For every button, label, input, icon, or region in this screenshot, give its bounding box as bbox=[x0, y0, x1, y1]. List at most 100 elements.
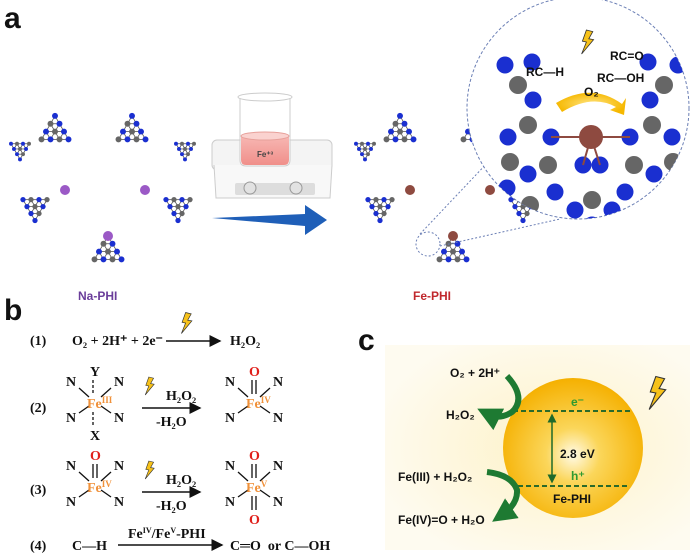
nitrogen-atom bbox=[142, 136, 149, 143]
byproduct: -H₂O bbox=[156, 415, 187, 430]
fe-phi-particle bbox=[503, 378, 643, 518]
light-bolt-icon bbox=[181, 312, 193, 334]
nitrogen-atom bbox=[441, 248, 447, 255]
stir-plate-with-beaker: Fe⁺³ bbox=[211, 92, 333, 199]
nitrogen-atom bbox=[183, 203, 189, 210]
nitrogen-atom bbox=[360, 152, 364, 157]
nitrogen-atom bbox=[100, 256, 107, 263]
nitrogen-atom bbox=[129, 112, 135, 119]
nitrogen-ligand: N bbox=[114, 459, 124, 474]
nitrogen-atom bbox=[65, 136, 72, 143]
carbon-atom bbox=[389, 197, 395, 203]
beaker-label: Fe⁺³ bbox=[257, 150, 274, 159]
carbon-atom bbox=[105, 248, 111, 255]
nitrogen-atom bbox=[516, 210, 522, 217]
nitrogen-atom bbox=[171, 210, 177, 217]
nitrogen-atom bbox=[377, 217, 383, 224]
nitrogen-atom bbox=[666, 201, 684, 219]
nitrogen-ligand: N bbox=[273, 411, 283, 426]
knob-icon bbox=[243, 181, 257, 195]
nitrogen-atom bbox=[189, 146, 193, 151]
na-phi-label: Na-PHI bbox=[78, 289, 117, 303]
carbon-atom bbox=[124, 120, 131, 127]
carbon-atom bbox=[28, 197, 34, 203]
carbon-atom bbox=[133, 136, 140, 143]
catalyst-text: -PHI bbox=[176, 527, 206, 542]
carbon-atom bbox=[52, 128, 58, 135]
nitrogen-atom bbox=[179, 197, 185, 203]
carbon-atom bbox=[397, 128, 403, 135]
nitrogen-atom bbox=[175, 217, 181, 224]
oxo-ligand: O bbox=[90, 449, 101, 464]
nitrogen-atom bbox=[186, 141, 190, 146]
nitrogen-ligand: N bbox=[66, 459, 76, 474]
carbon-atom bbox=[109, 256, 116, 263]
nitrogen-atom bbox=[603, 201, 621, 219]
nitrogen-atom bbox=[566, 201, 584, 219]
nitrogen-atom bbox=[118, 256, 125, 263]
carbon-atom bbox=[454, 256, 461, 263]
carbon-atom bbox=[56, 136, 63, 143]
nitrogen-atom bbox=[445, 256, 452, 263]
carbon-atom bbox=[15, 141, 19, 146]
nitrogen-ligand: N bbox=[225, 375, 235, 390]
light-bolt-icon bbox=[144, 460, 155, 480]
nitrogen-atom bbox=[28, 210, 34, 217]
carbon-atom bbox=[100, 240, 107, 247]
carbon-atom bbox=[381, 210, 387, 217]
carbon-atom bbox=[583, 191, 601, 209]
carbon-atom bbox=[539, 156, 557, 174]
iron-ion bbox=[448, 231, 458, 241]
nitrogen-atom bbox=[9, 141, 13, 146]
nitrogen-atom bbox=[357, 146, 361, 151]
nitrogen-atom bbox=[24, 203, 30, 210]
reduction-curved-arrow bbox=[477, 373, 522, 431]
carbon-atom bbox=[186, 152, 190, 157]
nitrogen-atom bbox=[499, 128, 517, 146]
nitrogen-atom bbox=[410, 136, 417, 143]
nitrogen-atom bbox=[641, 91, 659, 109]
oxidation-curved-arrow bbox=[486, 469, 521, 522]
nitrogen-atom bbox=[663, 128, 681, 146]
carbon-atom bbox=[392, 120, 399, 127]
zoom-product-carbonyl: RC=O bbox=[610, 49, 644, 63]
nitrogen-atom bbox=[366, 141, 370, 146]
carbon-atom bbox=[115, 136, 122, 143]
panel-b-label: b bbox=[4, 294, 22, 327]
nitrogen-atom bbox=[18, 157, 22, 162]
nitrogen-atom bbox=[124, 136, 131, 143]
nitrogen-atom bbox=[43, 128, 49, 135]
nitrogen-ligand: N bbox=[273, 375, 283, 390]
material-label: Fe-PHI bbox=[553, 492, 591, 506]
nitrogen-atom bbox=[385, 203, 391, 210]
nitrogen-ligand: N bbox=[225, 495, 235, 510]
iron-center: FeIV bbox=[246, 395, 271, 412]
nitrogen-atom bbox=[20, 197, 26, 203]
electron-label: e⁻ bbox=[571, 395, 584, 409]
nitrogen-atom bbox=[496, 56, 514, 74]
carbon-atom bbox=[401, 136, 408, 143]
equation-rhs: C═O or C—OH bbox=[230, 539, 330, 554]
equation-number: (2) bbox=[30, 401, 47, 416]
nitrogen-atom bbox=[365, 197, 371, 203]
carbon-atom bbox=[524, 210, 530, 217]
nitrogen-ligand: N bbox=[66, 495, 76, 510]
nitrogen-atom bbox=[15, 152, 19, 157]
iron-ion bbox=[485, 185, 495, 195]
nitrogen-atom bbox=[512, 203, 518, 210]
carbon-atom bbox=[501, 153, 519, 171]
carbon-atom bbox=[91, 256, 98, 263]
band-gap-value: 2.8 eV bbox=[560, 447, 595, 461]
nitrogen-atom bbox=[167, 203, 173, 210]
carbon-atom bbox=[18, 146, 22, 151]
carbon-atom bbox=[21, 152, 25, 157]
nitrogen-atom bbox=[397, 112, 403, 119]
top-reactant: O₂ + 2H⁺ bbox=[450, 366, 500, 380]
zoom-connector bbox=[419, 159, 491, 235]
iron-ion bbox=[405, 185, 415, 195]
nitrogen-atom bbox=[32, 217, 38, 224]
sodium-ion bbox=[140, 185, 150, 195]
sodium-ion bbox=[103, 231, 113, 241]
